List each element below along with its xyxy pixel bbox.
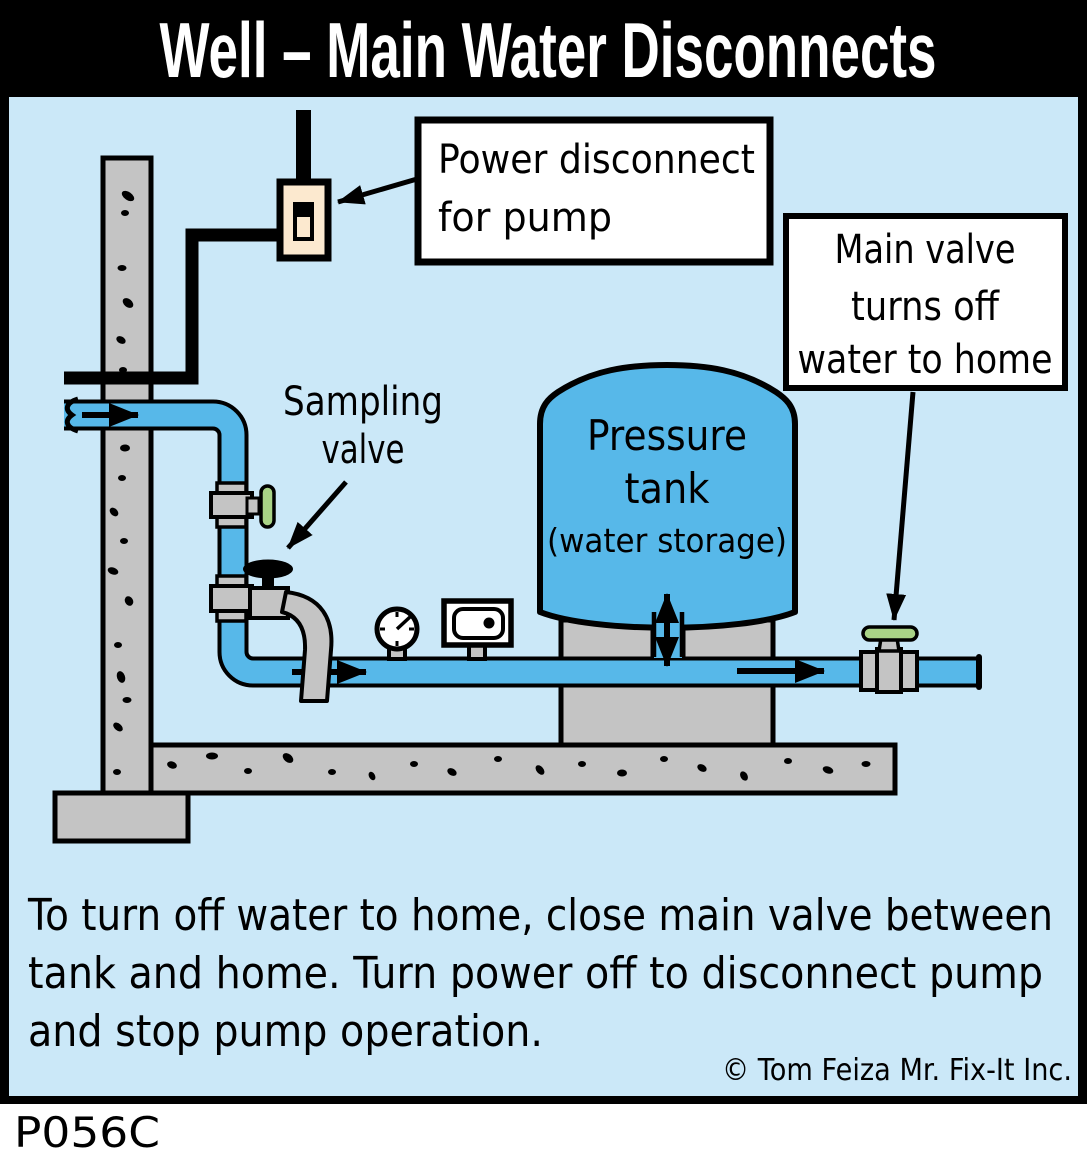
copyright: © Tom Feiza Mr. Fix-It Inc. (722, 1053, 1072, 1088)
pressure-tank: Pressure tank (water storage) (537, 362, 798, 631)
callout-main-valve: Main valve turns off water to home (783, 213, 1068, 621)
pressure-tank-label-2: tank (625, 464, 711, 513)
concrete-speckle (122, 697, 132, 703)
concrete-speckle (617, 769, 627, 777)
concrete-speckle (124, 596, 134, 606)
concrete-speckle (206, 752, 218, 760)
caption-line-2: tank and home. Turn power off to disconn… (28, 948, 1043, 999)
concrete-speckle (114, 642, 122, 648)
concrete-speckle (120, 444, 130, 452)
concrete-speckle (410, 761, 418, 767)
concrete-speckle (116, 671, 126, 683)
shutoff-valve (209, 481, 276, 529)
concrete-speckle (861, 761, 871, 767)
caption-line-3: and stop pump operation. (28, 1006, 543, 1057)
main-valve-callout-line-3: water to home (798, 337, 1053, 383)
concrete-speckle (122, 298, 134, 308)
well-pipe (64, 396, 982, 690)
concrete-speckle (120, 538, 128, 544)
concrete-speckle (494, 756, 502, 762)
disconnect-box (276, 178, 332, 262)
concrete-speckle (578, 761, 586, 767)
sampling-label-arrow (286, 480, 348, 550)
page-title: Well – Main Water Disconnects (160, 6, 937, 94)
concrete-speckle (368, 771, 376, 781)
concrete-speckle (113, 722, 123, 732)
faucet-handle (243, 559, 293, 579)
main-valve-callout-arrow (886, 391, 916, 621)
faucet-spout (280, 590, 334, 703)
concrete-speckle (109, 507, 119, 517)
sampling-label-line-1: Sampling (283, 379, 443, 425)
pressure-tank-label-3: (water storage) (547, 521, 787, 560)
concrete-speckle (113, 769, 121, 775)
concrete-speckle (535, 765, 545, 775)
power-callout-arrow (337, 176, 418, 205)
concrete-speckle (740, 771, 748, 781)
concrete-speckle (784, 758, 792, 764)
concrete-speckle (282, 753, 294, 763)
power-conduit (296, 110, 311, 184)
concrete-speckle (660, 756, 668, 762)
caption: To turn off water to home, close main va… (27, 890, 1053, 1057)
main-valve (859, 625, 919, 694)
toggle-switch (293, 202, 314, 241)
concrete-speckle (167, 761, 177, 769)
concrete-speckle (447, 768, 457, 776)
concrete-speckle (822, 766, 834, 774)
concrete-speckle (121, 210, 129, 216)
main-valve-callout-line-1: Main valve (835, 227, 1016, 273)
tank-pedestal-base (558, 681, 776, 748)
basement-floor (148, 742, 898, 796)
power-callout-line-1: Power disconnect (438, 137, 755, 183)
concrete-speckle (244, 768, 252, 774)
wall-footing (52, 790, 191, 844)
power-wire (64, 228, 281, 385)
concrete-speckle (328, 769, 336, 775)
label-sampling-valve: Sampling valve (283, 379, 443, 550)
caption-line-1: To turn off water to home, close main va… (27, 890, 1053, 941)
basement-wall (100, 155, 154, 796)
sampling-faucet (209, 559, 334, 703)
pipe-break-symbol (64, 396, 79, 434)
concrete-speckle (121, 190, 135, 202)
sampling-label-line-2: valve (322, 427, 405, 473)
power-callout-line-2: for pump (438, 195, 612, 241)
pressure-switch (441, 598, 514, 661)
floor-speckles (167, 752, 871, 781)
pressure-tank-label-1: Pressure (587, 411, 747, 460)
concrete-speckle (116, 336, 126, 344)
main-valve-handle (861, 625, 919, 642)
concrete-speckle (117, 265, 127, 271)
concrete-speckle (697, 764, 707, 772)
gauge-needle (395, 615, 412, 631)
concrete-speckle (118, 475, 126, 481)
main-valve-callout-line-2: turns off (851, 284, 1000, 330)
pressure-gauge (374, 606, 420, 661)
concrete-speckle (107, 567, 119, 575)
callout-power-disconnect: Power disconnect for pump (337, 116, 774, 266)
figure-code: P056C (14, 1108, 160, 1154)
green-lever-handle (259, 484, 276, 529)
